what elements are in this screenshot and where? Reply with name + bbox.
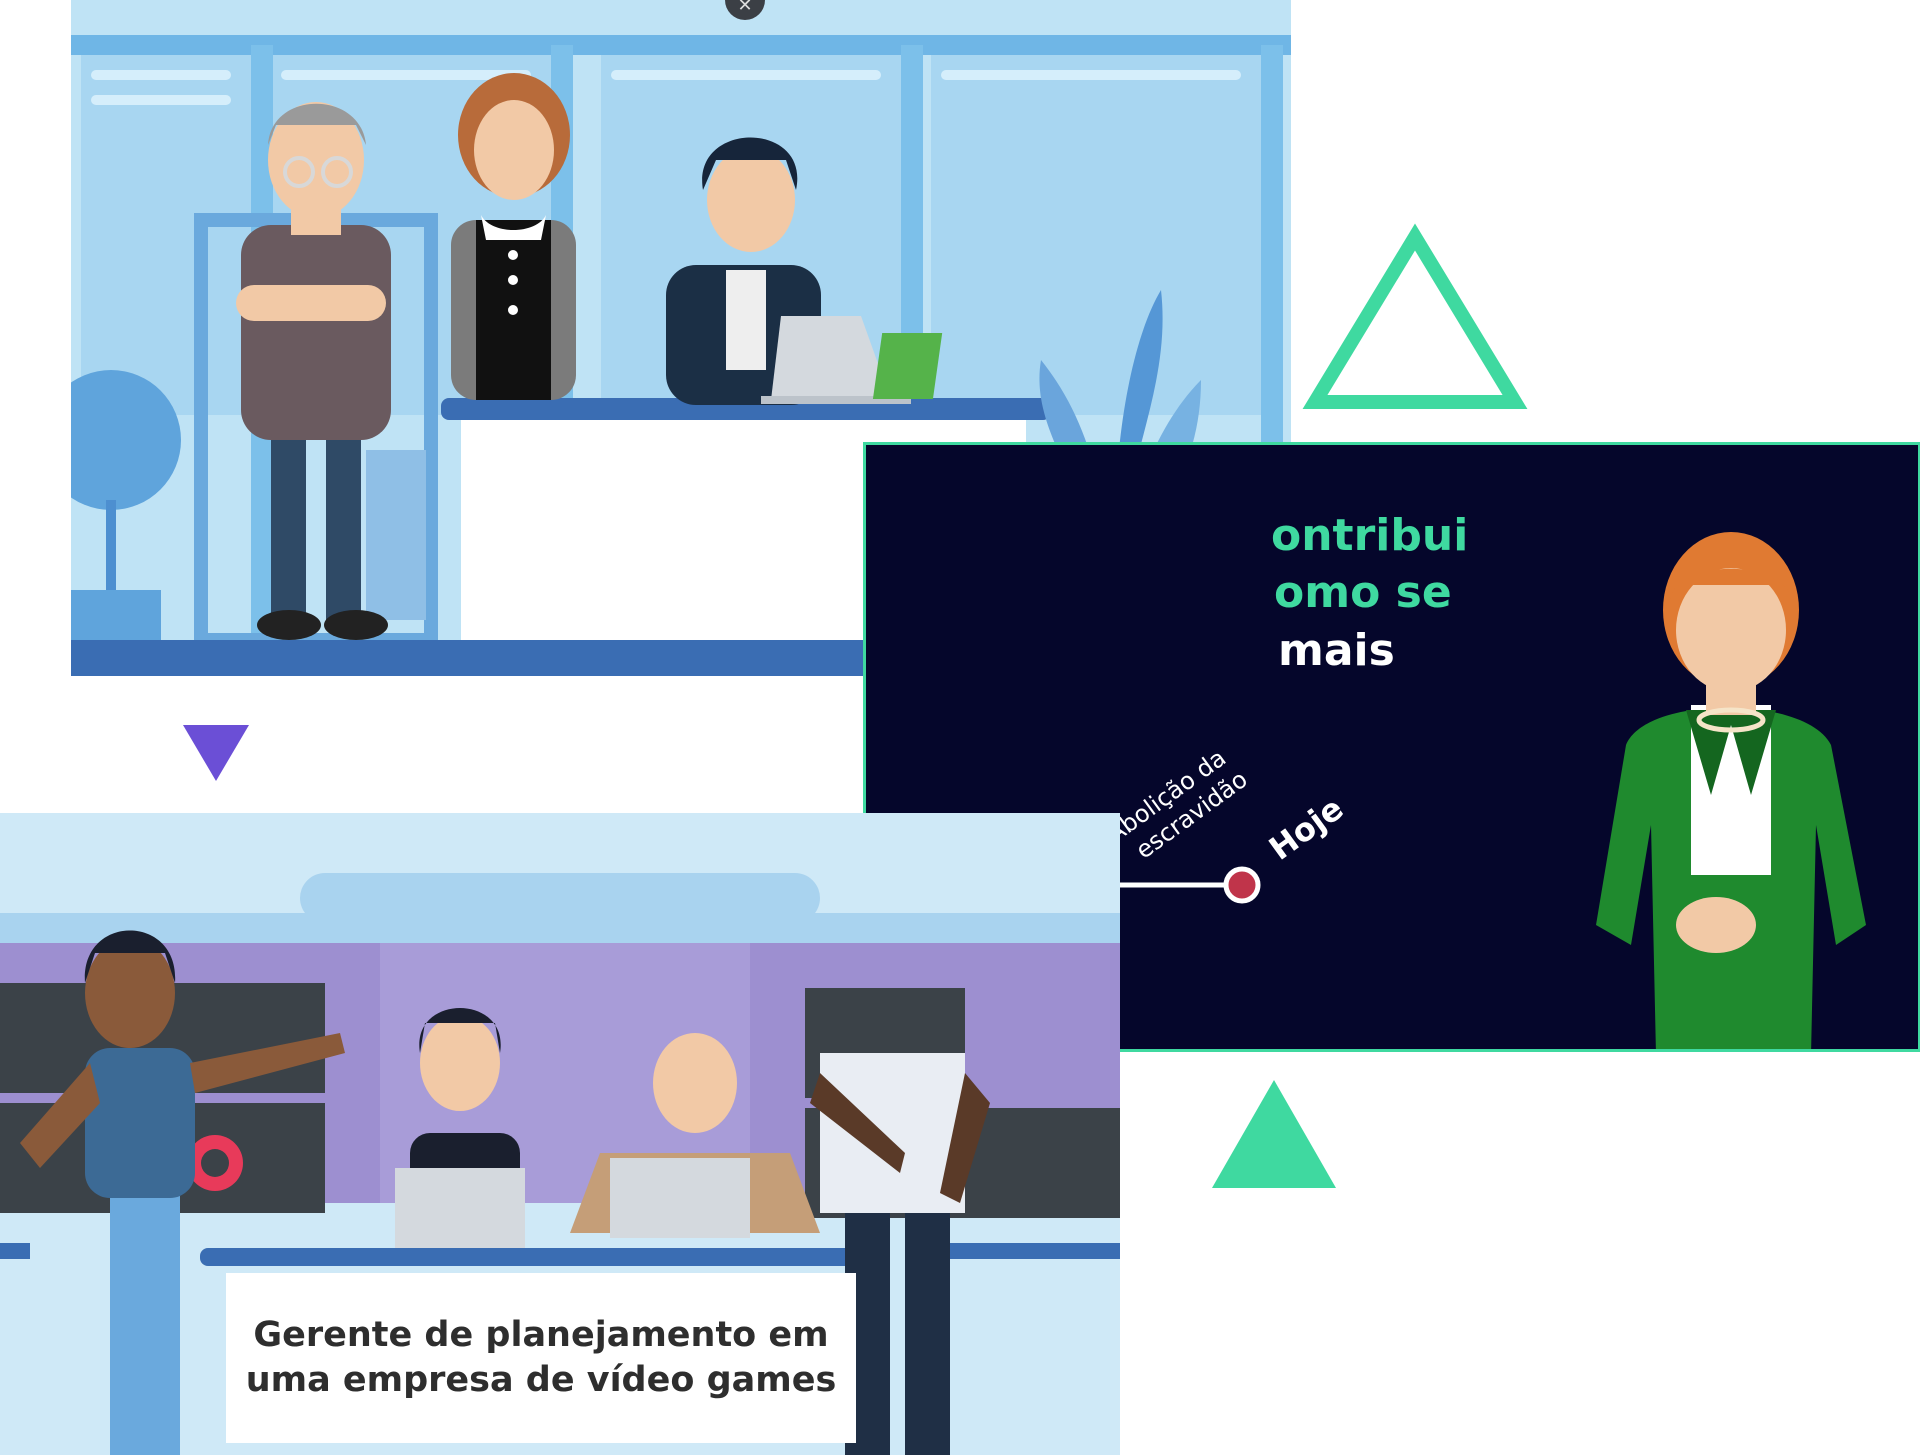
office-scene-panel: ✕	[71, 0, 1291, 676]
timeline-heading-line1: ontribui	[1271, 510, 1469, 561]
outline-triangle-decoration	[1302, 223, 1528, 409]
caption-box: Gerente de planejamento em uma empresa d…	[226, 1273, 856, 1443]
caption-line1: Gerente de planejamento em	[253, 1315, 829, 1355]
green-triangle-decoration	[1212, 1080, 1336, 1188]
purple-triangle-decoration	[183, 725, 249, 781]
games-scene-panel: Gerente de planejamento em uma empresa d…	[0, 813, 1120, 1455]
timeline-heading-line3: mais	[1278, 625, 1395, 676]
presenter-illustration	[1596, 532, 1866, 1049]
caption-line2: uma empresa de vídeo games	[245, 1360, 837, 1400]
timeline-scene-panel: ontribui omo se mais Abolição da escravi…	[866, 445, 1918, 1049]
timeline-heading-line2: omo se	[1274, 567, 1452, 618]
close-icon[interactable]: ✕	[725, 0, 765, 20]
office-illustration	[71, 0, 1291, 676]
